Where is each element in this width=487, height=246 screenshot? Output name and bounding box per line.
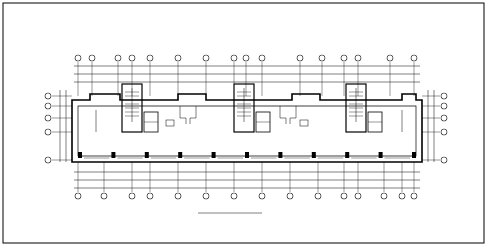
wall-pier — [378, 152, 383, 158]
axis-bubble — [74, 192, 82, 200]
axis-bubble — [340, 192, 348, 200]
axis-bubble — [410, 54, 418, 62]
axis-bubble — [44, 102, 52, 110]
wall-pier — [211, 152, 216, 158]
axis-bubble — [128, 192, 136, 200]
axis-bubble — [258, 192, 266, 200]
bottom-axis-bubbles — [74, 162, 418, 200]
axis-bubble — [44, 114, 52, 122]
right-axis-bubbles — [422, 92, 448, 164]
wall-pier — [144, 152, 149, 158]
axis-bubble — [146, 54, 154, 62]
axis-bubble — [100, 192, 108, 200]
side-dimension-lines — [59, 90, 435, 162]
axis-bubble — [202, 192, 210, 200]
axis-bubble — [146, 192, 154, 200]
wall-pier — [311, 152, 316, 158]
axis-bubble — [44, 92, 52, 100]
axis-bubble — [380, 192, 388, 200]
room-partitions — [78, 152, 416, 159]
wall-pier — [412, 152, 416, 158]
axis-bubble — [128, 54, 136, 62]
axis-bubble — [314, 192, 322, 200]
bottom-dimension-lines — [74, 171, 420, 189]
axis-bubble — [410, 192, 418, 200]
axis-bubble — [386, 54, 394, 62]
axis-bubble — [398, 192, 406, 200]
wall-pier — [345, 152, 350, 158]
axis-bubble — [440, 128, 448, 136]
axis-bubble — [440, 114, 448, 122]
axis-bubble — [44, 156, 52, 164]
axis-bubble — [174, 192, 182, 200]
wall-pier — [278, 152, 283, 158]
axis-bubble — [440, 102, 448, 110]
axis-bubble — [174, 54, 182, 62]
axis-bubble — [286, 192, 294, 200]
wall-pier — [178, 152, 183, 158]
top-dimension-lines — [74, 65, 420, 83]
axis-bubble — [258, 54, 266, 62]
axis-bubble — [202, 54, 210, 62]
wall-pier — [111, 152, 116, 158]
left-axis-bubbles — [44, 92, 72, 164]
axis-bubble — [354, 192, 362, 200]
axis-bubble — [74, 54, 82, 62]
wall-pier — [78, 152, 82, 158]
sheet-border — [2, 2, 485, 244]
axis-bubble — [230, 54, 238, 62]
axis-bubble — [88, 54, 96, 62]
wall-pier — [245, 152, 249, 158]
stair-core — [233, 83, 271, 133]
axis-bubble — [230, 192, 238, 200]
axis-bubble — [440, 156, 448, 164]
axis-bubble — [354, 54, 362, 62]
interior-details — [95, 106, 403, 132]
axis-bubble — [340, 54, 348, 62]
axis-bubble — [296, 54, 304, 62]
stair-core — [345, 83, 383, 133]
stair-cores — [121, 83, 383, 133]
stair-core — [121, 83, 159, 133]
axis-bubble — [440, 92, 448, 100]
axis-bubble — [318, 54, 326, 62]
axis-bubble — [242, 54, 250, 62]
axis-bubble — [44, 128, 52, 136]
axis-bubble — [114, 54, 122, 62]
